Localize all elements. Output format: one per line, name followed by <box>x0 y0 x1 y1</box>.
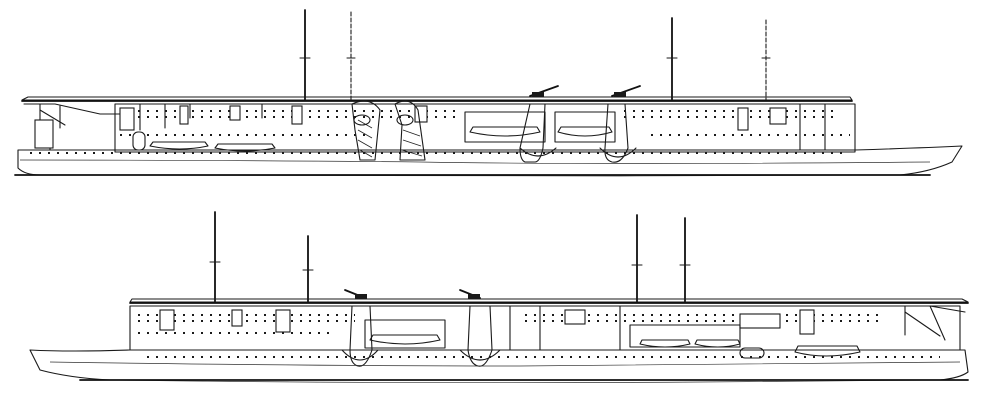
lower-masts <box>209 211 691 303</box>
upper-flight-deck <box>21 96 853 131</box>
upper-ship-profile <box>14 9 963 177</box>
upper-funnels <box>351 100 426 161</box>
upper-main-hull <box>14 119 963 177</box>
lower-hangar-sides <box>129 305 961 351</box>
upper-boats <box>149 111 616 152</box>
lower-ship-profile <box>29 211 969 384</box>
upper-masts <box>299 9 771 101</box>
lower-main-hull <box>29 349 969 384</box>
upper-hangar-sides <box>114 103 856 153</box>
